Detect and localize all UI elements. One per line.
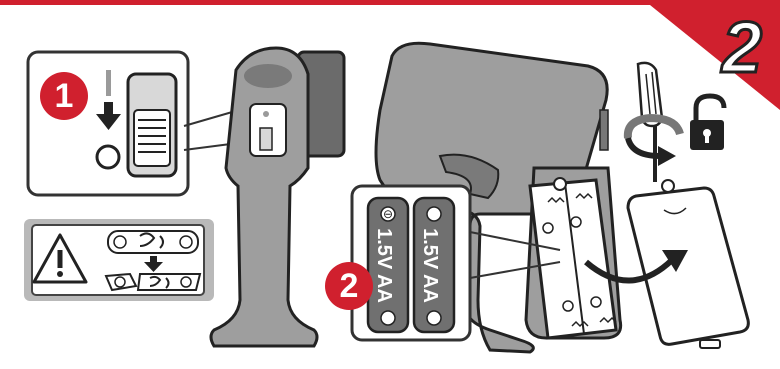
battery-2-label: 1.5V AA xyxy=(418,228,441,303)
battery-damaged xyxy=(106,274,200,290)
battery-cover xyxy=(628,180,748,348)
switch-slider xyxy=(134,110,170,166)
battery-intact xyxy=(108,231,198,253)
unlock-icon xyxy=(690,96,724,150)
svg-text:⊖: ⊖ xyxy=(383,207,393,221)
callout-badge-2: 2 xyxy=(325,262,373,310)
step-number: 2 xyxy=(722,12,762,84)
callout-badge-1: 1 xyxy=(40,72,88,120)
battery-1-label: 1.5V AA xyxy=(372,228,395,303)
on-symbol xyxy=(106,70,111,96)
device-side-view xyxy=(211,48,344,346)
